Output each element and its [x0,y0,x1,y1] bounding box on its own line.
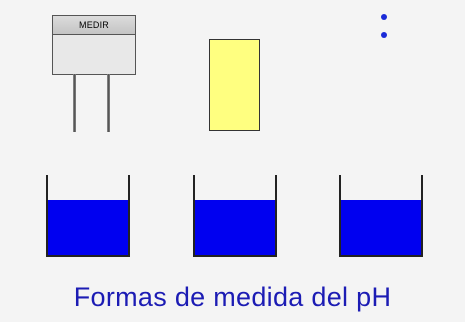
beaker-liquid [48,200,128,255]
indicator-drop-icon [381,32,387,38]
beaker-paper [193,175,277,257]
electrode-right [107,74,110,132]
electrode-left [73,74,76,132]
indicator-drop-icon [381,14,387,20]
beaker-meter [46,175,130,257]
page-title: Formas de medida del pH [73,282,392,312]
medir-button[interactable]: MEDIR [52,15,136,35]
indicator-paper-strip[interactable] [209,39,260,131]
beaker-drops [339,175,423,257]
beaker-liquid [195,200,275,255]
beaker-liquid [341,200,421,255]
